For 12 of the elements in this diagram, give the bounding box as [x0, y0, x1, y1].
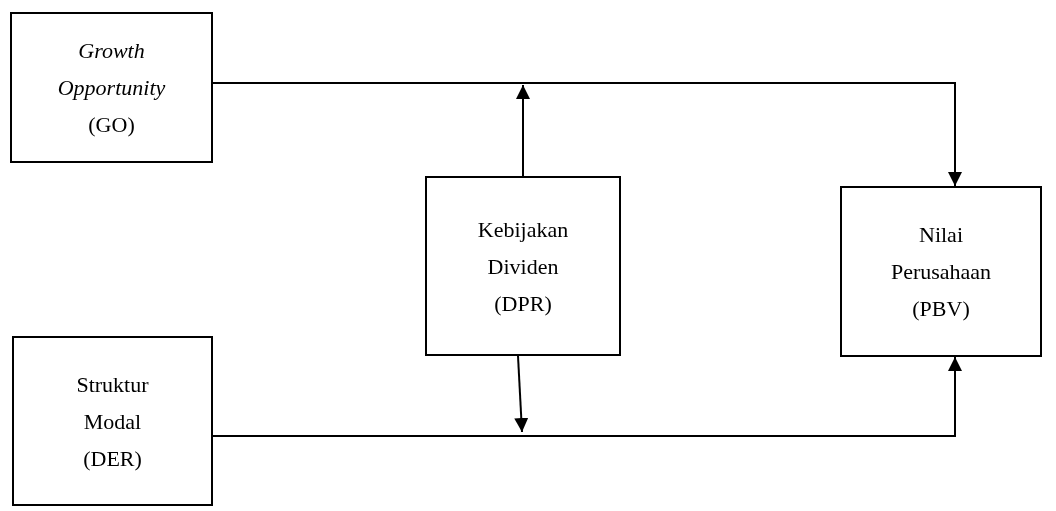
variable-label: Nilai Perusahaan (PBV) — [889, 221, 993, 323]
arrow — [212, 356, 962, 437]
arrow — [516, 84, 530, 177]
arrow — [514, 355, 529, 433]
variable-box — [12, 336, 213, 506]
variable-box — [840, 186, 1042, 357]
arrow — [212, 82, 962, 187]
variable-label: Struktur Modal (DER) — [75, 370, 150, 473]
variable-box — [10, 12, 213, 163]
variable-label: Growth Opportunity (GO) — [56, 37, 167, 139]
variable-box — [425, 176, 621, 356]
variable-label: Kebijakan Dividen (DPR) — [476, 215, 570, 318]
